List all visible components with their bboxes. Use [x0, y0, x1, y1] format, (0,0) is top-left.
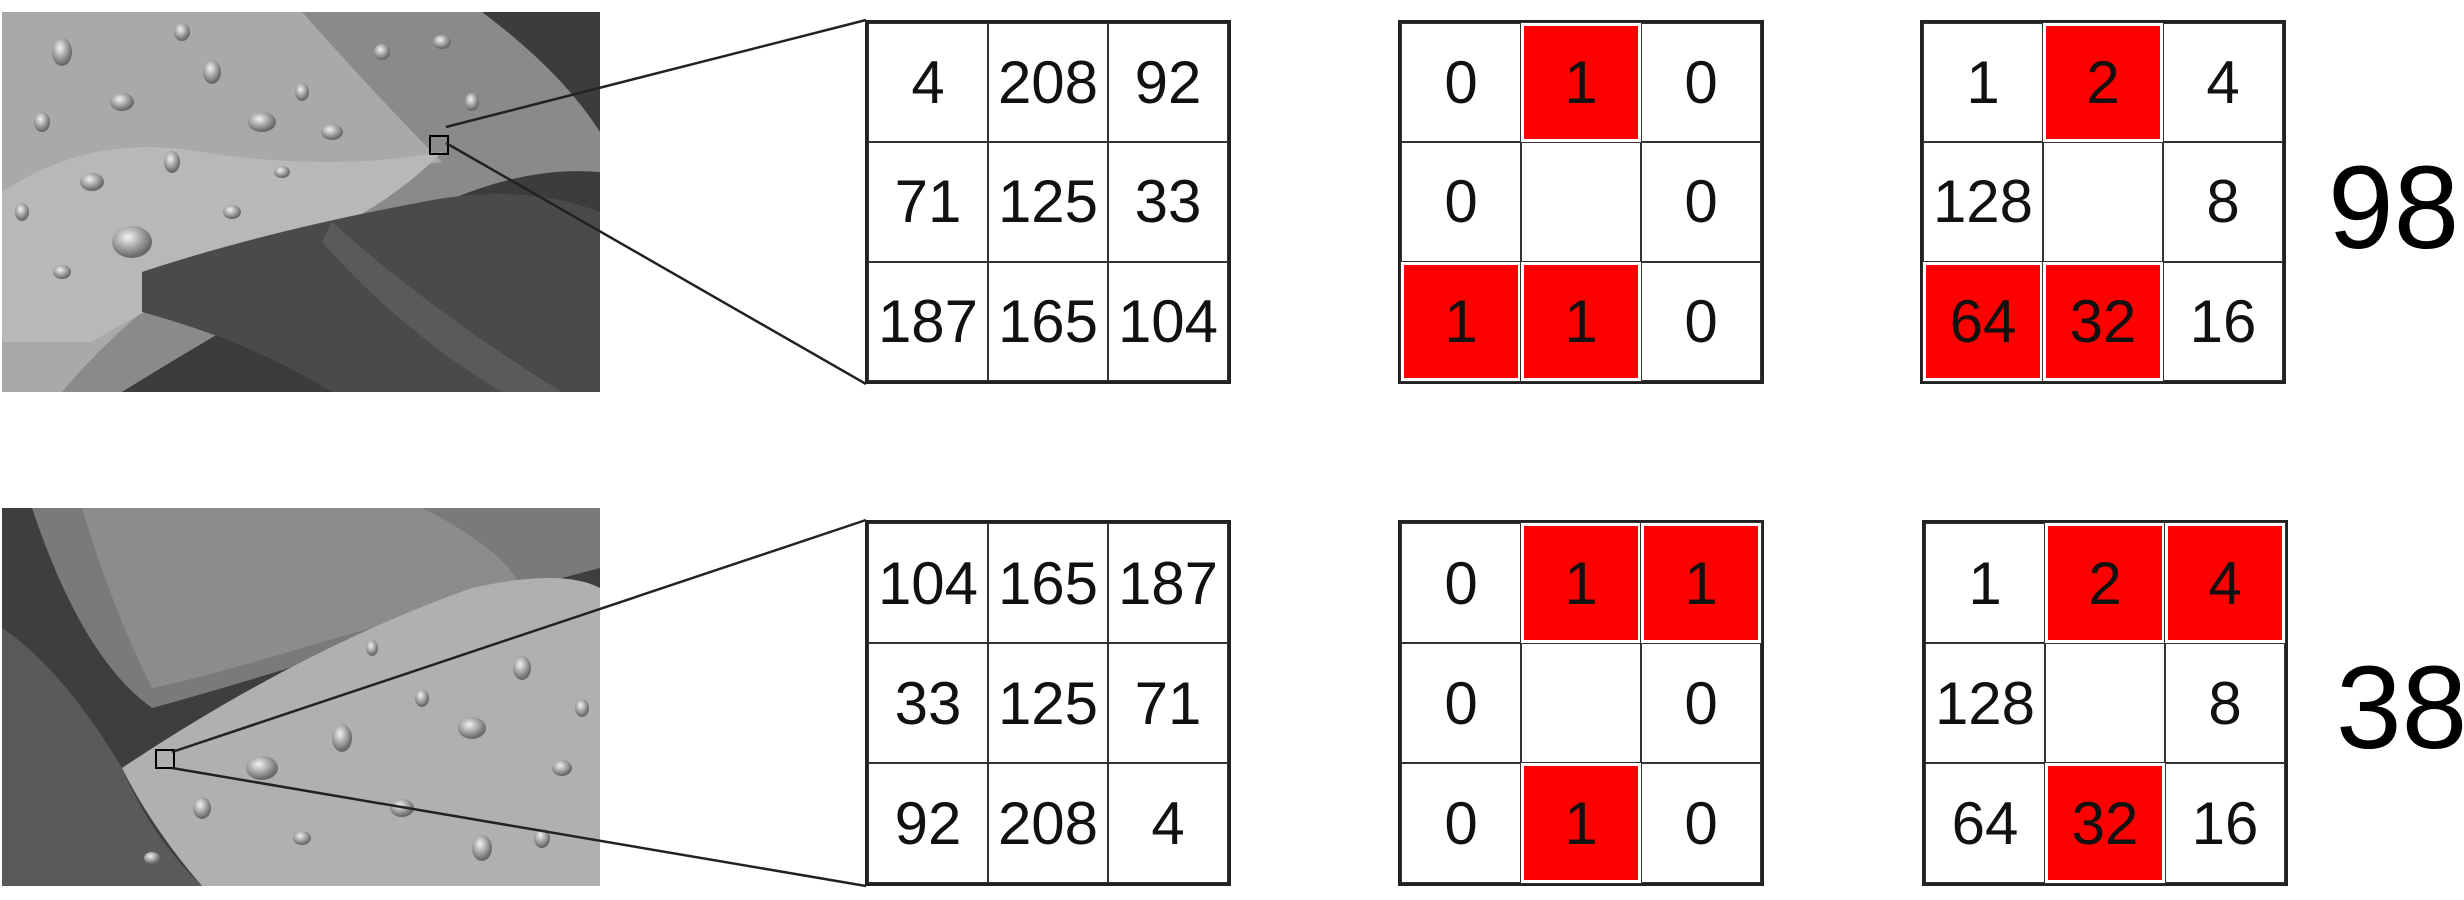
leaf-photo-bottom-image: [2, 508, 600, 886]
binary-cell: 1: [1400, 260, 1522, 383]
binary-cell: 0: [1401, 523, 1521, 643]
weight-cell: 2: [2044, 522, 2166, 644]
pixel-cell: 165: [988, 523, 1108, 643]
leaf-photo-top-image: [2, 12, 600, 392]
weight-cell: 1: [1925, 523, 2045, 643]
weight-cell: [2043, 142, 2163, 262]
weight-cell: [2045, 643, 2165, 763]
weight-grid-top: 1 2 4 128 8 64 32 16: [1920, 20, 2286, 384]
binary-cell: 0: [1401, 643, 1521, 763]
pixel-cell: 187: [1108, 523, 1228, 643]
binary-cell: 0: [1641, 23, 1761, 143]
weight-cell: 8: [2163, 142, 2283, 262]
binary-cell: 0: [1641, 261, 1761, 381]
weight-cell: 1: [1923, 23, 2043, 143]
binary-cell: 0: [1641, 643, 1761, 763]
pixel-grid-top: 4 208 92 71 125 33 187 165 104: [865, 20, 1231, 384]
weight-cell: 16: [2163, 261, 2283, 381]
pixel-cell: 104: [1108, 261, 1228, 381]
binary-cell: [1521, 142, 1641, 262]
weight-cell: 64: [1925, 763, 2045, 883]
pixel-cell: 208: [988, 23, 1108, 143]
pixel-cell: 104: [868, 523, 988, 643]
connector-line: [445, 141, 867, 386]
binary-cell: 0: [1401, 142, 1521, 262]
weight-cell: 4: [2163, 23, 2283, 143]
pixel-cell: 125: [988, 142, 1108, 262]
weight-cell: 32: [2044, 762, 2166, 884]
pixel-cell: 165: [988, 261, 1108, 381]
binary-cell: 1: [1520, 260, 1642, 383]
weight-cell: 4: [2164, 522, 2286, 644]
binary-cell: 1: [1520, 21, 1642, 144]
pixel-cell: 125: [988, 643, 1108, 763]
binary-cell: 0: [1641, 142, 1761, 262]
pixel-cell: 4: [868, 23, 988, 143]
weight-cell: 32: [2042, 260, 2164, 383]
connector-line: [171, 518, 867, 754]
binary-grid-top: 0 1 0 0 0 1 1 0: [1398, 20, 1764, 384]
binary-cell: 1: [1520, 522, 1642, 644]
pixel-cell: 71: [1108, 643, 1228, 763]
binary-grid-bottom: 0 1 1 0 0 0 1 0: [1398, 520, 1764, 886]
weight-grid-bottom: 1 2 4 128 8 64 32 16: [1922, 520, 2288, 886]
weight-cell: 8: [2165, 643, 2285, 763]
binary-cell: 0: [1401, 23, 1521, 143]
leaf-photo-top: [2, 12, 600, 392]
binary-cell: 0: [1641, 763, 1761, 883]
weight-cell: 16: [2165, 763, 2285, 883]
lbp-result-top: 98: [2328, 142, 2460, 274]
binary-cell: [1521, 643, 1641, 763]
binary-cell: 1: [1640, 522, 1762, 644]
pixel-cell: 33: [1108, 142, 1228, 262]
weight-cell: 64: [1922, 260, 2044, 383]
connector-line: [171, 766, 867, 888]
pixel-cell: 187: [868, 261, 988, 381]
lbp-result-bottom: 38: [2336, 642, 2464, 774]
pixel-cell: 33: [868, 643, 988, 763]
binary-cell: 0: [1401, 763, 1521, 883]
connector-line: [445, 18, 867, 129]
pixel-cell: 4: [1108, 763, 1228, 883]
leaf-photo-bottom: [2, 508, 600, 886]
pixel-grid-bottom: 104 165 187 33 125 71 92 208 4: [865, 520, 1231, 886]
pixel-cell: 71: [868, 142, 988, 262]
weight-cell: 2: [2042, 21, 2164, 144]
weight-cell: 128: [1925, 643, 2045, 763]
pixel-cell: 92: [868, 763, 988, 883]
pixel-cell: 208: [988, 763, 1108, 883]
binary-cell: 1: [1520, 762, 1642, 884]
weight-cell: 128: [1923, 142, 2043, 262]
pixel-cell: 92: [1108, 23, 1228, 143]
